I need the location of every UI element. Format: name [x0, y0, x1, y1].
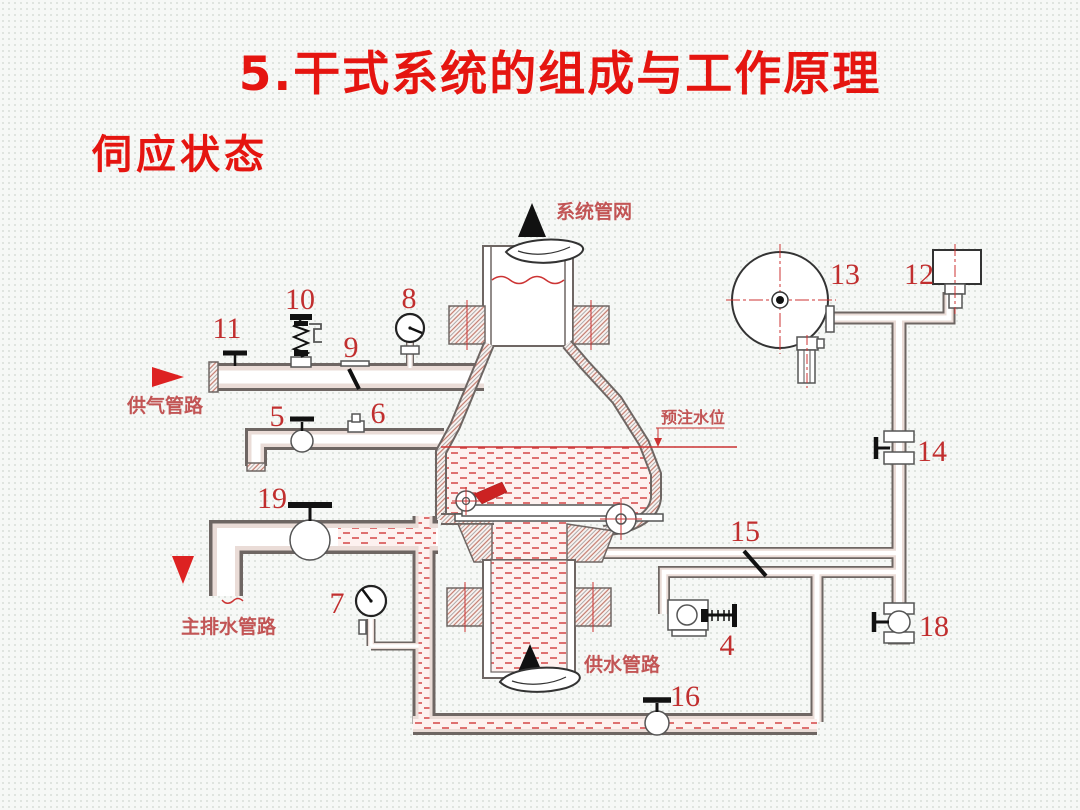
water-motor-alarm-gong	[726, 244, 836, 388]
label-system-network: 系统管网	[556, 200, 632, 223]
part-number-15: 15	[730, 515, 760, 548]
valve-seat-right	[566, 523, 616, 563]
air-supply-arrow-icon	[152, 367, 184, 387]
flow-arrow-up-icon	[517, 644, 543, 674]
part-number-8: 8	[402, 282, 417, 315]
fitting-6	[347, 413, 365, 433]
part-number-13: 13	[830, 258, 860, 291]
pipe-break-symbol-bottom	[498, 666, 581, 693]
part-number-7: 7	[330, 587, 345, 620]
valve-5	[290, 416, 314, 453]
part-number-callouts: 4 5 6 7 8 9 10 11 12 13 14 15 16 18 19	[213, 258, 949, 713]
part-number-11: 11	[213, 312, 242, 345]
valve-chamber-water	[441, 447, 657, 566]
state-subtitle: 伺应状态	[91, 132, 268, 178]
priming-pipe-end-cap	[246, 462, 266, 472]
pressure-gauge-8	[394, 312, 426, 355]
part-number-4: 4	[720, 629, 735, 662]
label-air-supply-line: 供气管路	[126, 394, 204, 417]
pressure-switch	[932, 244, 982, 314]
check-valve-9	[340, 360, 370, 390]
valve-18	[871, 602, 915, 644]
valve-14	[873, 430, 915, 465]
page-title: 5.干式系统的组成与工作原理	[239, 47, 882, 102]
clapper-assembly	[452, 481, 664, 540]
drain-outlet-break-mark	[221, 597, 244, 604]
pipe-break-symbol-top	[504, 238, 585, 264]
relief-valve-10	[290, 314, 322, 368]
check-valve-15	[742, 549, 768, 578]
drain-valve-19	[288, 502, 332, 561]
valve-seat-left	[456, 523, 493, 563]
part-number-19: 19	[257, 482, 287, 515]
part-number-14: 14	[917, 435, 947, 468]
water-supply-pipe	[446, 559, 612, 693]
priming-water-level-line	[441, 427, 737, 448]
part-number-12: 12	[904, 258, 934, 291]
latch-lever	[473, 481, 508, 505]
system-flow-arrow-icon	[518, 203, 546, 237]
system-riser	[448, 238, 610, 350]
drain-arrow-icon	[172, 556, 194, 584]
label-main-drain-line: 主排水管路	[181, 615, 277, 638]
air-pipe-end-cap	[208, 361, 219, 393]
part-number-5: 5	[270, 400, 285, 433]
valve-11	[223, 350, 247, 366]
valve-16	[643, 697, 671, 736]
part-number-6: 6	[371, 397, 386, 430]
label-water-supply-line: 供水管路	[583, 653, 661, 676]
part-number-18: 18	[919, 610, 949, 643]
test-valve-4	[667, 599, 737, 637]
pressure-gauge-7	[354, 584, 388, 635]
label-priming-water-level: 预注水位	[661, 408, 725, 427]
part-number-9: 9	[344, 331, 359, 364]
part-number-10: 10	[285, 283, 315, 316]
part-number-16: 16	[670, 680, 700, 713]
